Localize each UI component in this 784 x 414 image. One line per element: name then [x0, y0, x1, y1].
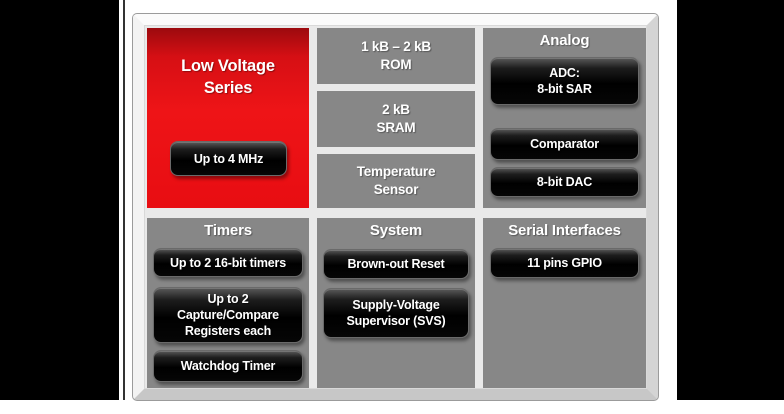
chip-capture-compare: Up to 2 Capture/Compare Registers each [153, 287, 303, 343]
panel-title-serial-interfaces: Serial Interfaces [508, 222, 621, 239]
panel-system: System Brown-out Reset Supply-Voltage Su… [317, 218, 475, 388]
chip-16bit-timers: Up to 2 16-bit timers [153, 248, 303, 277]
panel-title-low-voltage: Low Voltage Series [181, 57, 275, 97]
chip-adc: ADC: 8-bit SAR [490, 57, 639, 105]
panel-low-voltage-series: Low Voltage Series Up to 4 MHz [147, 28, 309, 208]
diagram-content: Low Voltage Series Up to 4 MHz 1 kB – 2 … [144, 25, 647, 389]
diagram-frame: Low Voltage Series Up to 4 MHz 1 kB – 2 … [133, 14, 658, 400]
block-temperature-sensor: Temperature Sensor [317, 154, 475, 208]
letterbox-left [0, 0, 119, 400]
slide-edge-line [123, 0, 125, 400]
chip-comparator: Comparator [490, 128, 639, 160]
panel-analog: Analog ADC: 8-bit SAR Comparator 8-bit D… [483, 28, 646, 208]
panel-title-system: System [369, 222, 423, 239]
chip-gpio: 11 pins GPIO [490, 248, 639, 278]
chip-max-clock-speed: Up to 4 MHz [170, 141, 287, 176]
panel-title-analog: Analog [539, 32, 590, 49]
block-sram: 2 kB SRAM [317, 91, 475, 147]
chip-watchdog-timer: Watchdog Timer [153, 350, 303, 382]
panel-timers: Timers Up to 2 16-bit timers Up to 2 Cap… [147, 218, 309, 388]
block-rom: 1 kB – 2 kB ROM [317, 28, 475, 84]
chip-dac: 8-bit DAC [490, 167, 639, 197]
chip-brown-out-reset: Brown-out Reset [323, 249, 469, 279]
panel-title-timers: Timers [204, 222, 252, 239]
chip-supply-voltage-supervisor: Supply-Voltage Supervisor (SVS) [323, 288, 469, 338]
letterbox-right [677, 0, 784, 400]
panel-serial-interfaces: Serial Interfaces 11 pins GPIO [483, 218, 646, 388]
